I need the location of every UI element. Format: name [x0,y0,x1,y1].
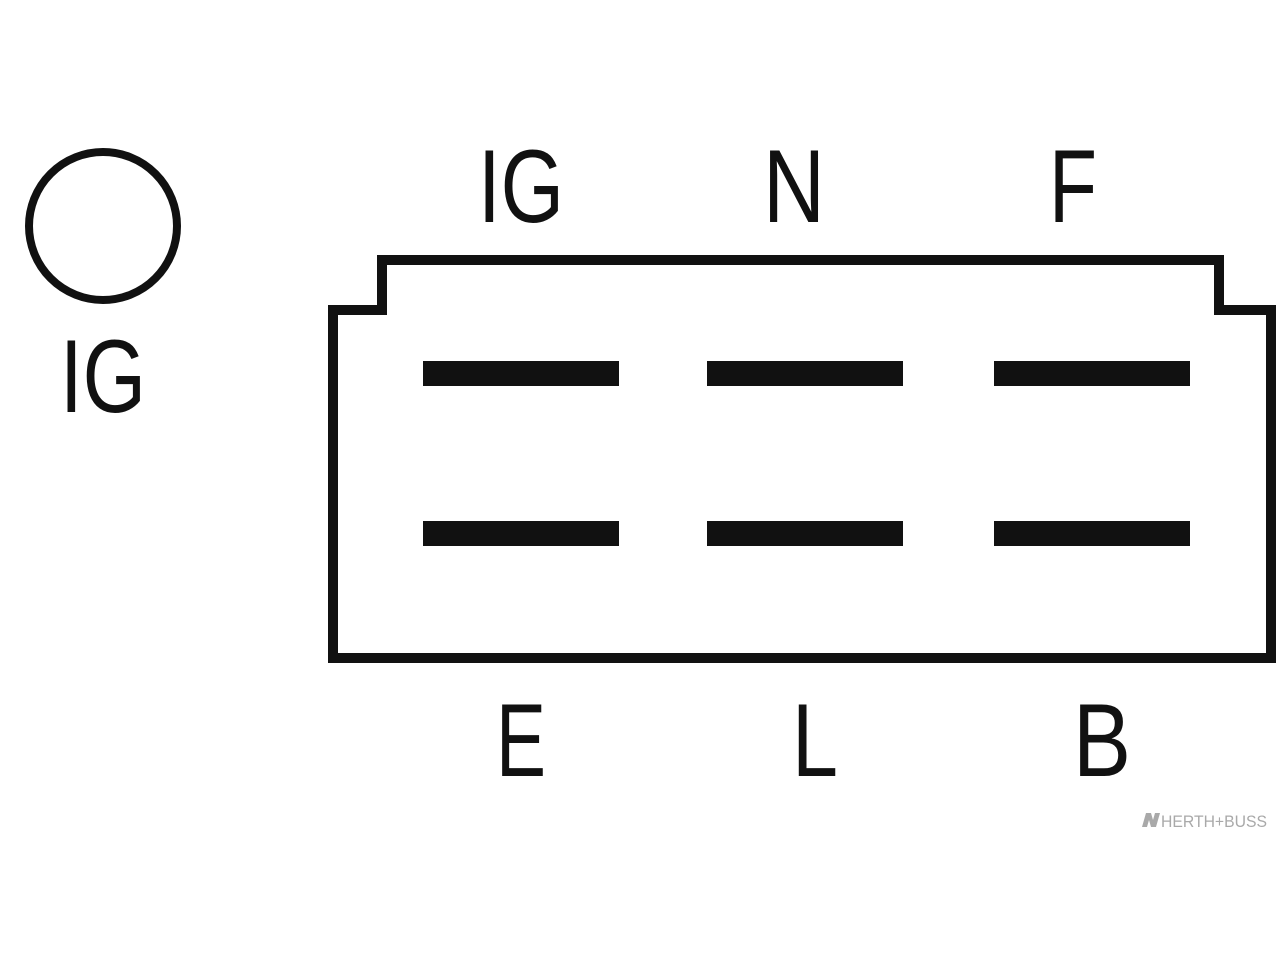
herth-buss-watermark: HERTH+BUSS [1142,812,1267,831]
bottom-label-e: E [496,683,546,799]
connector-housing-outline [328,255,1276,663]
top-label-n: N [763,129,825,245]
pin-blade-bottom-b [994,521,1190,546]
pin-blade-bottom-e [423,521,619,546]
pin-blade-top-n [707,361,903,386]
herth-buss-logo-icon [1142,813,1160,827]
bottom-label-l: L [792,683,838,799]
ig-terminal-ring-icon [25,148,181,304]
pin-blade-top-f [994,361,1190,386]
top-label-ig: IG [478,129,564,245]
pin-blade-top-ig [423,361,619,386]
ig-terminal-label: IG [60,319,146,435]
bottom-label-b: B [1073,683,1131,799]
pin-blade-bottom-l [707,521,903,546]
watermark-text: HERTH+BUSS [1161,812,1267,831]
top-label-f: F [1049,129,1097,245]
